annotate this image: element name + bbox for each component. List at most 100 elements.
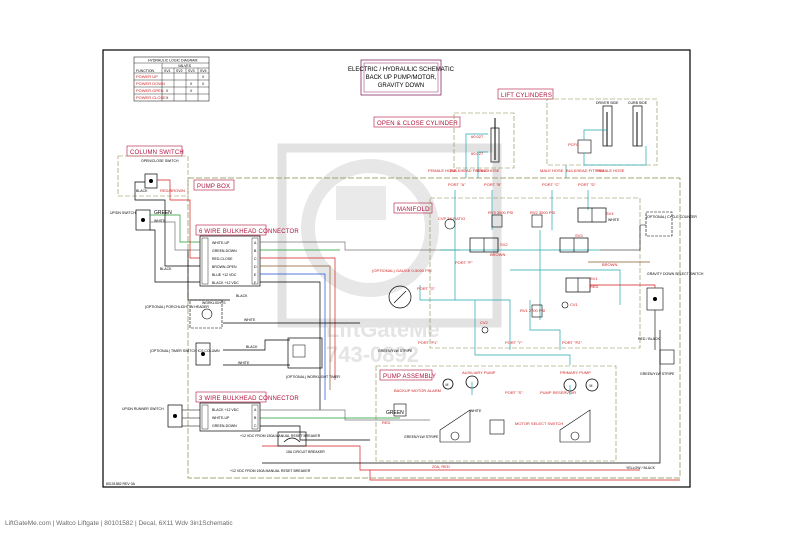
footer-caption: LiftGateMe.com | Waltco Liftgate | 80101… xyxy=(5,520,233,527)
worklight-lamp xyxy=(201,308,213,320)
stripe-switch xyxy=(659,349,675,365)
supply-group: +12 VDC FROM 150A MANUAL RESET BREAKER +… xyxy=(230,431,325,473)
bulkhead6-wire: BLUE +12 VDC xyxy=(212,273,237,277)
row-power-up: POWER UP xyxy=(136,74,158,79)
timer-switch xyxy=(195,342,211,366)
watermark-phone: 743-0892 xyxy=(326,342,419,367)
right-options: (OPTIONAL) CYCLE COUNTER GRAVITY DOWN SE… xyxy=(588,211,704,376)
port-label: PORT "G" xyxy=(417,286,436,291)
motor-glyph: M xyxy=(590,384,593,388)
sv3-label: SV3 xyxy=(575,233,583,238)
timer-switch-label: (OPTIONAL) TIMER SWITCH ICS COLUMN xyxy=(150,349,220,353)
open-close-switch-label: OPEN/CLOSE SWITCH xyxy=(141,159,179,163)
title-line1: ELECTRIC / HYDRAULIC SCHEMATIC xyxy=(348,67,455,73)
port-label: PORT "B" xyxy=(484,182,502,187)
up-dn-switch-group: UP/DN SWITCH GREEN WHITE BLACK xyxy=(110,209,172,271)
gravity-down-label: GRAVITY DOWN SELECT SWITCH xyxy=(647,272,704,276)
timer-switch-group: (OPTIONAL) TIMER SWITCH ICS COLUMN BLACK… xyxy=(150,342,258,366)
pump-assembly-title: PUMP ASSEMBLY xyxy=(383,374,436,380)
breaker-label: 15A CIRCUIT BREAKER xyxy=(286,450,325,454)
gauge-label: (OPTIONAL) GAUGE 0-5000 PSI xyxy=(372,268,432,273)
bulkhead3-pin: C xyxy=(254,424,257,428)
hose-label: MALE HOSE xyxy=(540,168,564,173)
bulkhead6-pin: C xyxy=(254,257,257,261)
column-switch-title: COLUMN SWITCH xyxy=(130,150,184,156)
hose-label: MALE HOSE xyxy=(476,168,500,173)
bulkhead3-wire: BLACK +12 VDC xyxy=(212,408,239,412)
col-sv3: SV3 xyxy=(188,69,195,73)
manifold-title: MANIFOLD xyxy=(397,207,430,213)
bulkhead3-pin: A xyxy=(254,408,257,412)
hose-label: BULKHEAD FITTING xyxy=(450,168,488,173)
driver-side-label: DRIVER SIDE xyxy=(596,101,619,105)
hose-label: FEMALE HOSE xyxy=(596,168,625,173)
wire-label: WHITE xyxy=(244,318,256,322)
cv1-label: CV1 xyxy=(570,302,579,307)
worklight-timer-group: (OPTIONAL) WORKLIGHT TIMER xyxy=(286,337,340,379)
col-sv1: SV1 xyxy=(164,69,171,73)
title-line3: GRAVITY DOWN xyxy=(378,83,424,89)
bulkhead6-wire: GREEN-DOWN xyxy=(212,249,237,253)
wire-label: GREEN/YLW STRIPE xyxy=(378,349,413,353)
curb-side-label: CURB SIDE xyxy=(628,101,648,105)
harness-wires xyxy=(134,179,680,481)
sv1-label: SV1 xyxy=(590,276,598,281)
primary-motor xyxy=(585,378,599,392)
watermark-logo-box xyxy=(336,186,386,220)
orifice2-label: #0.027 xyxy=(471,151,484,156)
wire-label: GREEN xyxy=(386,410,404,416)
red-black-label: RED / BLACK xyxy=(638,337,660,341)
mark: X xyxy=(202,82,205,86)
title-line2: BACK UP PUMP/MOTOR, xyxy=(366,75,437,81)
pcfc-label: PCFC xyxy=(568,142,579,147)
port-label: PORT "S" xyxy=(505,390,523,395)
mark: X xyxy=(166,96,169,100)
bulkhead3-pin: B xyxy=(254,416,257,420)
open-close-switch xyxy=(144,173,158,189)
bulkhead6-wire: WHITE-UP xyxy=(212,241,230,245)
bulkhead3-wire: GREEN-DOWN xyxy=(212,424,237,428)
watermark-frame xyxy=(277,143,502,328)
runner-switch xyxy=(167,404,183,428)
wire-label: BLACK xyxy=(246,345,258,349)
wire-label: GREEN xyxy=(154,210,172,216)
green-ylw-label: GREEN/YLW STRIPE xyxy=(404,435,439,439)
backup-motor-alarm xyxy=(393,403,407,417)
sheet-border xyxy=(102,49,691,488)
mark: X xyxy=(202,75,205,79)
rv3-valve xyxy=(491,214,503,228)
cvp-valve xyxy=(444,218,456,230)
lift-cylinders-section: LIFT CYLINDERS DRIVER SIDE CURB SIDE PCF… xyxy=(497,88,658,178)
cv2-label: CV2 xyxy=(480,320,489,325)
worklights-label: WORKLIGHTS xyxy=(202,301,226,305)
wire-label: BLACK xyxy=(160,267,172,271)
bulkhead6-wire: BLACK +12 VDC xyxy=(212,281,239,285)
pump-box-title: PUMP BOX xyxy=(197,184,230,190)
motor-select-label: MOTOR SELECT SWITCH xyxy=(515,421,563,426)
supply-bottom-label: +12 VDC FROM 150A MANUAL RESET BREAKER xyxy=(230,469,311,473)
cycle-counter-label: (OPTIONAL) CYCLE COUNTER xyxy=(646,215,697,219)
port-label: PORT "D" xyxy=(578,182,596,187)
bulkhead6-pin: D xyxy=(254,265,257,269)
port-label: PORT "A" xyxy=(448,182,466,187)
supply-top-label: +12 VDC FROM 150A MANUAL RESET BREAKER xyxy=(240,434,321,438)
wire-label: WHITE xyxy=(154,219,166,223)
circuit-breaker xyxy=(277,431,307,447)
watermark-logo-ring xyxy=(301,159,439,297)
primary-pump-label: PRIMARY PUMP xyxy=(560,370,591,375)
runner-switch-label: UP/DN RUNNER SWITCH xyxy=(122,407,164,411)
port-label: PORT "P1" xyxy=(418,340,438,345)
rv1-label: RV1 2700 PSI xyxy=(520,308,545,313)
port-label: PORT "C" xyxy=(542,182,560,187)
wire-label: BROWN xyxy=(602,262,617,267)
backup-motor-label: BACKUP MOTOR ALARM xyxy=(394,388,441,393)
row-power-open: POWER OPEN xyxy=(136,88,164,93)
red-20a-label: 20A, RED xyxy=(432,464,450,469)
rv3-label: RV3 3000 PSI xyxy=(488,210,513,215)
up-dn-switch xyxy=(135,209,151,231)
rv2-valve xyxy=(531,214,543,228)
drawing-number: 80101582 REV 0A xyxy=(106,482,136,486)
port-label: PORT "P" xyxy=(455,260,473,265)
cv1-valve xyxy=(561,301,569,309)
wire-label: RED xyxy=(382,420,391,425)
